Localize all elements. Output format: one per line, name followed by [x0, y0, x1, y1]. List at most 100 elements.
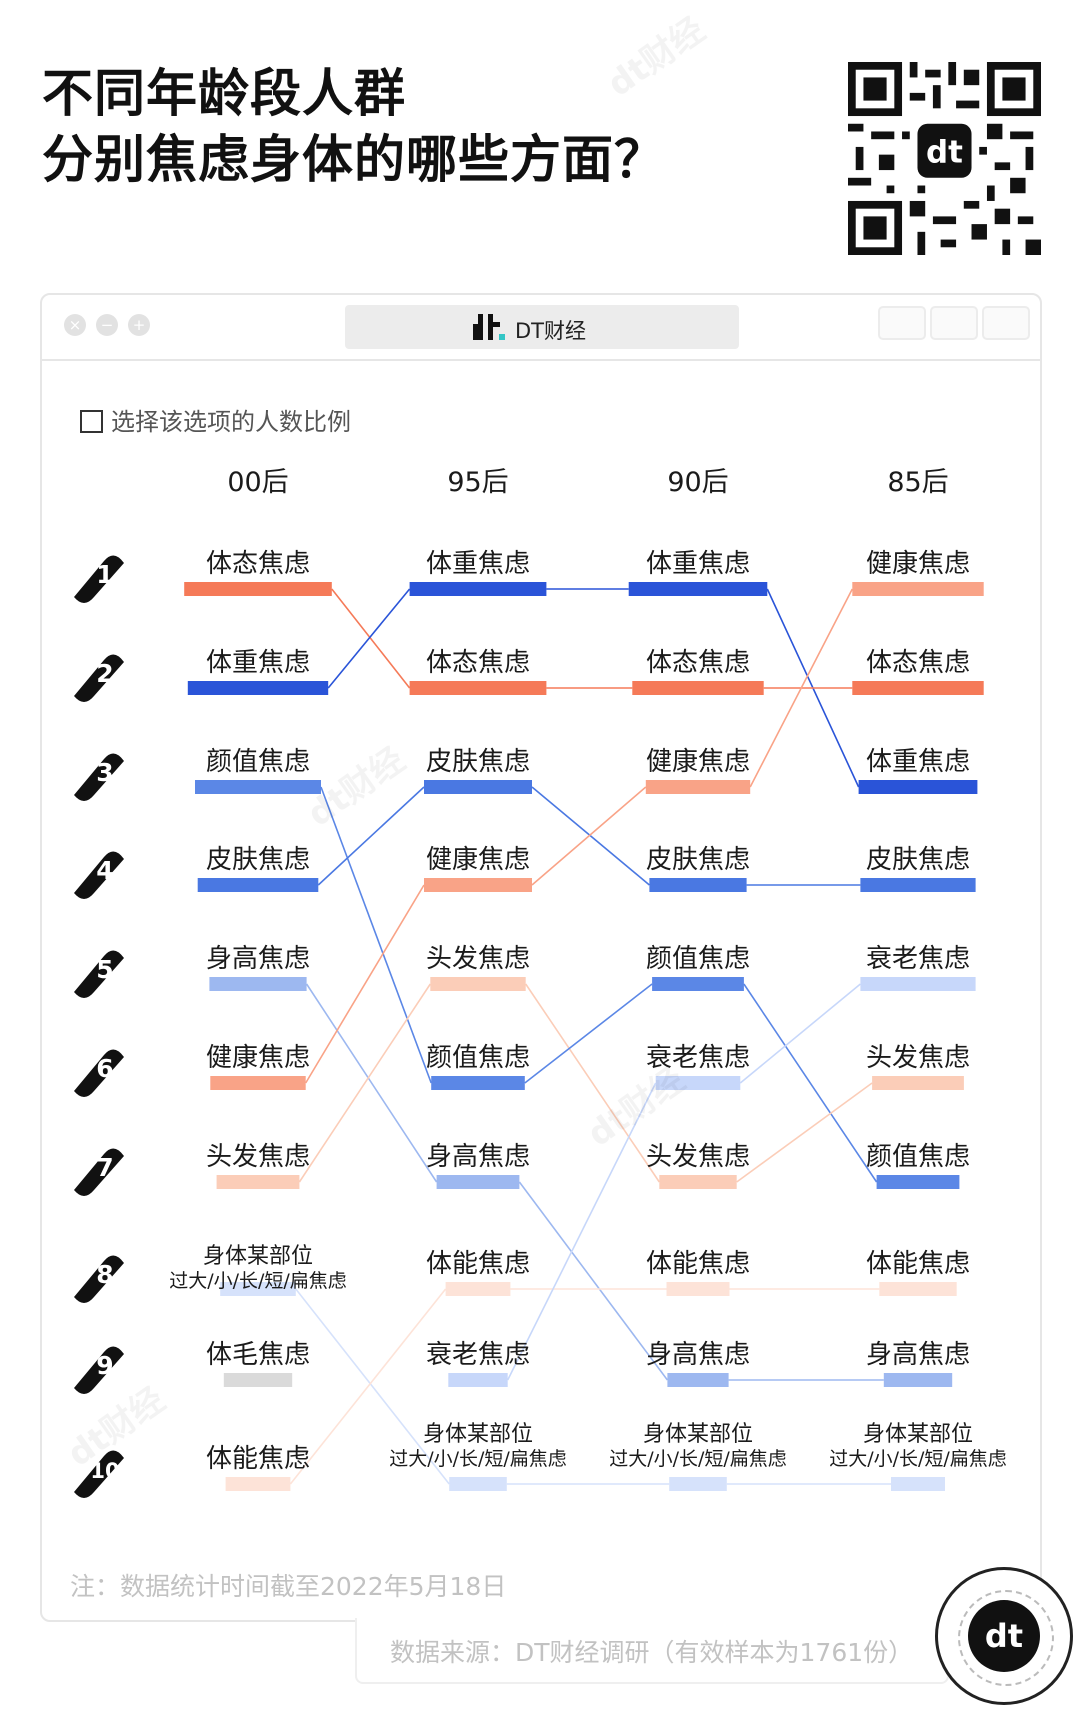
- category-label: 健康焦虑: [645, 747, 750, 777]
- category-label: 皮肤焦虑: [425, 747, 530, 777]
- category-label: 衰老焦虑: [425, 1340, 530, 1370]
- rank-connector: [295, 1288, 450, 1485]
- rank-bar: [187, 681, 329, 695]
- category-label: 健康焦虑: [425, 845, 530, 875]
- rank-bar: [883, 1373, 953, 1387]
- column-header: 00后: [227, 467, 289, 498]
- rank-number: 2: [96, 659, 113, 688]
- date-note: 注：数据统计时间截至2022年5月18日: [70, 1572, 507, 1601]
- checkbox-icon: [80, 410, 103, 433]
- rank-bar: [872, 1076, 964, 1090]
- rank-marker: 9: [74, 1346, 124, 1394]
- rank-bar: [424, 878, 532, 892]
- category-label: 体重焦虑: [645, 549, 750, 579]
- rank-brush-icon: [74, 851, 124, 899]
- category-label: 身高焦虑: [865, 1340, 970, 1370]
- rank-brush-icon: [74, 1450, 124, 1498]
- rank-bar: [645, 780, 751, 794]
- category-label: 颜值焦虑: [205, 747, 310, 777]
- rank-marker: 6: [74, 1049, 124, 1097]
- rank-number: 3: [96, 758, 113, 787]
- rank-brush-icon: [74, 950, 124, 998]
- category-label: 头发焦虑: [645, 1142, 750, 1172]
- rank-brush-icon: [74, 1049, 124, 1097]
- rank-number: 9: [96, 1351, 113, 1380]
- rank-number: 4: [96, 856, 113, 885]
- rank-connector: [524, 983, 653, 1084]
- rank-bar: [184, 582, 332, 596]
- rank-bar: [632, 681, 764, 695]
- rank-connector: [518, 1181, 669, 1381]
- category-label: 身高焦虑: [425, 1142, 530, 1172]
- source-box: [355, 1618, 949, 1684]
- rank-marker: 1: [74, 555, 124, 603]
- rank-bar: [628, 582, 768, 596]
- rank-connector: [298, 983, 431, 1183]
- brand-badge: dt: [935, 1567, 1073, 1705]
- category-label: 体态焦虑: [425, 648, 530, 678]
- rank-bar: [891, 1477, 945, 1491]
- rank-bar: [409, 582, 547, 596]
- rank-bar: [448, 1373, 508, 1387]
- qr-code: dt: [848, 62, 1041, 255]
- category-label: 身体某部位过大/小/长/短/扁焦虑: [169, 1244, 347, 1293]
- rank-marker: 2: [74, 654, 124, 702]
- rank-brush-icon: [74, 1346, 124, 1394]
- category-label: 颜值焦虑: [425, 1043, 530, 1073]
- category-label: 身体某部位过大/小/长/短/扁焦虑: [389, 1422, 567, 1471]
- rank-marker: 7: [74, 1148, 124, 1196]
- category-label: 体态焦虑: [205, 549, 310, 579]
- app-window: × − + DT财经: [40, 293, 1042, 1622]
- share-icon[interactable]: [930, 306, 978, 340]
- badge-ring: [958, 1590, 1054, 1686]
- minimize-icon[interactable]: −: [96, 314, 118, 336]
- category-label: 体能焦虑: [425, 1249, 530, 1279]
- address-bar[interactable]: DT财经: [345, 305, 739, 349]
- rank-bar: [667, 1373, 729, 1387]
- category-label: 头发焦虑: [205, 1142, 310, 1172]
- rank-bar: [669, 1477, 727, 1491]
- rank-bar: [195, 780, 321, 794]
- rank-bar: [655, 1076, 741, 1090]
- rank-bar: [852, 681, 984, 695]
- category-label: 皮肤焦虑: [865, 845, 970, 875]
- rank-bar: [852, 582, 984, 596]
- category-label: 身高焦虑: [205, 944, 310, 974]
- rank-marker: 3: [74, 753, 124, 801]
- copy-icon[interactable]: [982, 306, 1030, 340]
- rank-bar: [858, 780, 978, 794]
- category-label: 颜值焦虑: [645, 944, 750, 974]
- category-label: 体毛焦虑: [205, 1340, 310, 1370]
- rank-bar: [860, 977, 976, 991]
- rank-bar: [436, 1175, 520, 1189]
- rank-bar: [223, 1373, 293, 1387]
- rank-bar: [649, 878, 747, 892]
- rank-connector: [739, 983, 861, 1084]
- rank-bar: [666, 1282, 730, 1296]
- rank-number: 7: [96, 1153, 113, 1182]
- rank-connector: [331, 588, 411, 689]
- close-icon[interactable]: ×: [64, 314, 86, 336]
- qr-logo: dt: [926, 134, 963, 170]
- rank-bar: [220, 1282, 296, 1296]
- rank-connector: [320, 786, 432, 1084]
- rank-brush-icon: [74, 753, 124, 801]
- maximize-icon[interactable]: +: [128, 314, 150, 336]
- rank-bar: [449, 1477, 507, 1491]
- rank-connector: [327, 588, 411, 689]
- rank-connector: [736, 1082, 873, 1183]
- category-label: 体态焦虑: [865, 648, 970, 678]
- category-label: 身体某部位过大/小/长/短/扁焦虑: [829, 1422, 1007, 1471]
- rank-bar: [216, 1175, 300, 1189]
- category-label: 皮肤焦虑: [645, 845, 750, 875]
- category-label: 体能焦虑: [205, 1444, 310, 1474]
- dt-logo-icon: [473, 314, 505, 340]
- rank-bar: [879, 1282, 957, 1296]
- rank-connector: [506, 1082, 657, 1381]
- rank-bar: [659, 1175, 737, 1189]
- record-icon[interactable]: [878, 306, 926, 340]
- page-title: 不同年龄段人群 分别焦虑身体的哪些方面？: [42, 62, 666, 194]
- rank-connector: [289, 1288, 447, 1485]
- rank-brush-icon: [74, 654, 124, 702]
